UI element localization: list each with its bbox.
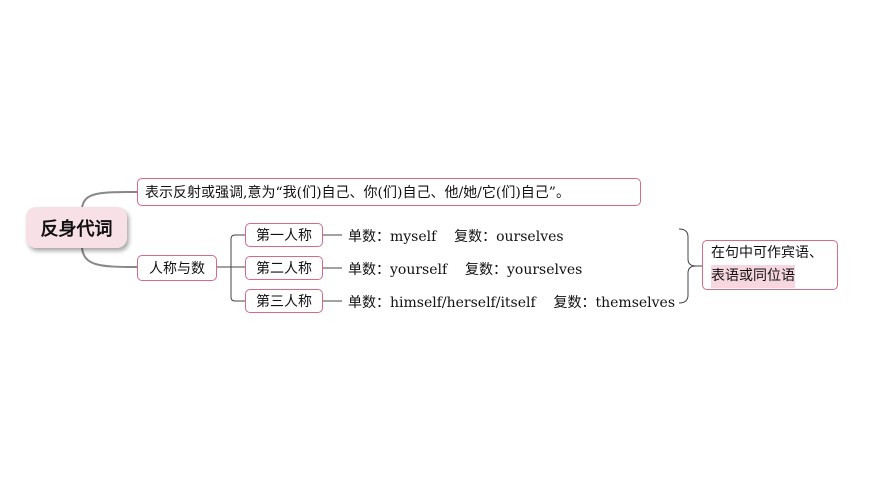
connector-sub-bracket bbox=[230, 234, 245, 302]
first-person-forms: 单数：myself 复数：ourselves bbox=[348, 229, 564, 245]
person-number-label: 人称与数 bbox=[149, 261, 205, 277]
root-label: 反身代词 bbox=[40, 218, 113, 240]
definition-box: 表示反射或强调,意为“我(们)自己、你(们)自己、他/她/它(们)自己”。 bbox=[137, 178, 641, 206]
function-note-line-1: 在句中可作宾语、 bbox=[711, 245, 823, 261]
definition-text: 表示反射或强调,意为“我(们)自己、你(们)自己、他/她/它(们)自己”。 bbox=[145, 185, 570, 201]
second-person-box: 第二人称 bbox=[245, 256, 323, 280]
root-node: 反身代词 bbox=[26, 207, 127, 248]
second-person-label: 第二人称 bbox=[256, 261, 312, 277]
third-person-forms: 单数：himself/herself/itself 复数：themselves bbox=[348, 295, 676, 311]
third-person-label: 第三人称 bbox=[256, 294, 312, 310]
right-brace bbox=[678, 228, 697, 304]
third-person-box: 第三人称 bbox=[245, 289, 323, 313]
second-person-forms: 单数：yourself 复数：yourselves bbox=[348, 262, 583, 278]
function-note-line-2: 表语或同位语 bbox=[711, 265, 795, 288]
first-person-label: 第一人称 bbox=[256, 228, 312, 244]
person-number-box: 人称与数 bbox=[137, 255, 217, 281]
connector-root-definition bbox=[81, 191, 138, 209]
function-note-box: 在句中可作宾语、 表语或同位语 bbox=[702, 240, 838, 290]
first-person-box: 第一人称 bbox=[245, 223, 323, 247]
connector-root-person bbox=[81, 247, 138, 268]
